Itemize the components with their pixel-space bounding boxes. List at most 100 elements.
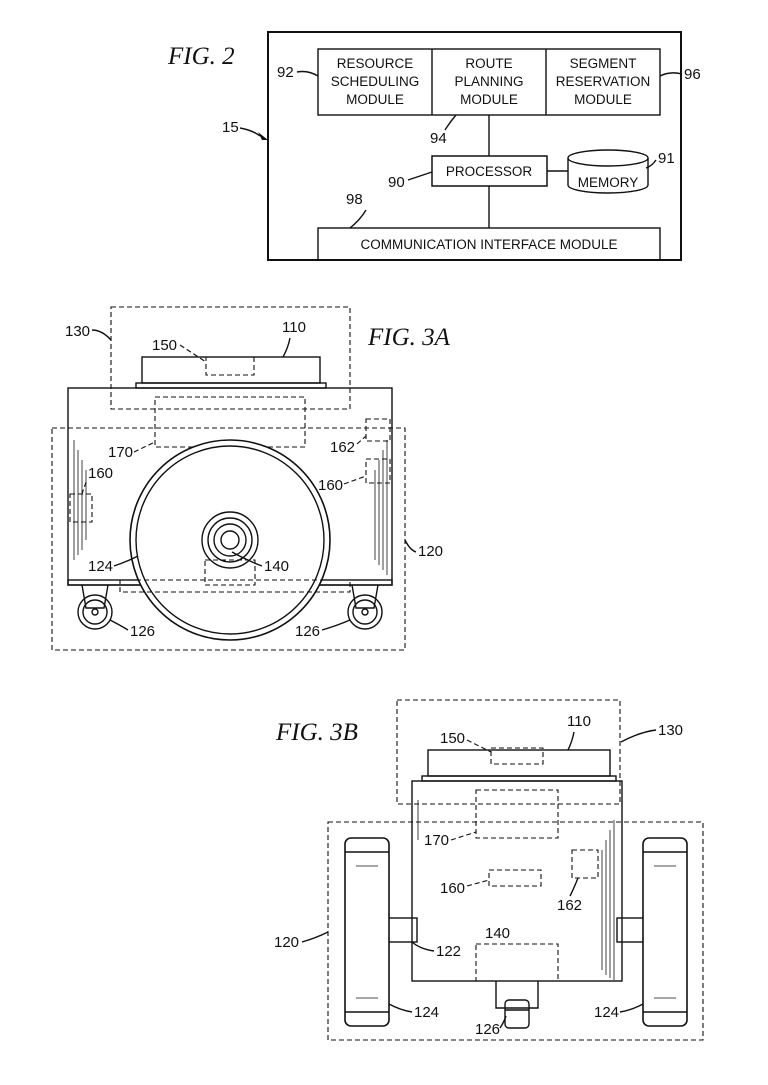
- ref-170: 170: [108, 444, 133, 461]
- resource-line-3: MODULE: [346, 92, 404, 107]
- component-170: [475, 789, 559, 839]
- ref-160-left: 160: [88, 465, 113, 482]
- ref-140-leader: [231, 551, 263, 567]
- memory-top: [567, 149, 649, 167]
- segment-line-1: SEGMENT: [570, 56, 637, 71]
- top-deck-110: [141, 356, 321, 384]
- ref-162-leader: [569, 877, 579, 897]
- body-shading: [417, 800, 615, 980]
- ref-160: 160: [440, 880, 465, 897]
- base-dashed-line: [119, 579, 351, 593]
- route-line-3: MODULE: [460, 92, 518, 107]
- ref-124: 124: [88, 558, 113, 575]
- caster-bracket: [495, 981, 539, 1009]
- ref-170: 170: [424, 832, 449, 849]
- ref-124-leader: [113, 555, 139, 567]
- comm-interface-box: [317, 227, 661, 261]
- ref-170-leader: [450, 831, 477, 841]
- component-150: [205, 356, 255, 376]
- ref-124-left: 124: [414, 1004, 439, 1021]
- memory-body: [567, 158, 649, 194]
- system-ref-label: 15: [222, 119, 239, 136]
- ref-120-leader: [301, 931, 329, 943]
- top-deck-rim: [421, 775, 617, 782]
- caster-left: [77, 584, 113, 630]
- ref-160-right: 160: [318, 477, 343, 494]
- ref-160-right-leader: [343, 475, 367, 485]
- module-92-ref: 92: [277, 64, 294, 81]
- region-120: [327, 821, 704, 1041]
- resource-line-1: RESOURCE: [337, 56, 414, 71]
- drive-wheel-right: [642, 837, 688, 1027]
- route-line-1: ROUTE: [465, 56, 512, 71]
- caster-right-fork: [351, 584, 379, 609]
- caster-right-wheel: [347, 594, 383, 630]
- component-150: [490, 747, 544, 765]
- component-140: [475, 943, 559, 982]
- ref-150: 150: [440, 730, 465, 747]
- ref-110-leader: [567, 731, 575, 751]
- ref-124-left-leader: [388, 1003, 413, 1013]
- ref-122: 122: [436, 943, 461, 960]
- wheel-left-tire: [344, 837, 390, 1027]
- ref-110: 110: [282, 319, 306, 336]
- component-160-right: [365, 458, 391, 484]
- segment-line-3: MODULE: [574, 92, 632, 107]
- top-deck-110: [427, 749, 611, 777]
- caster-right: [347, 584, 383, 630]
- ref-120: 120: [418, 543, 443, 560]
- ref-130: 130: [65, 323, 90, 340]
- processor-ref: 90: [388, 174, 405, 191]
- caster-wheel: [504, 999, 530, 1029]
- hub-outer: [201, 511, 259, 569]
- region-120: [51, 427, 406, 651]
- comm-interface-label: COMMUNICATION INTERFACE MODULE: [360, 237, 617, 252]
- component-140: [204, 559, 256, 586]
- fig-3a: FIG. 3A: [51, 306, 451, 651]
- ref-110: 110: [567, 713, 591, 730]
- ref-126-right: 126: [295, 623, 320, 640]
- ref-130-leader: [620, 729, 657, 743]
- drive-wheel-124: [129, 439, 331, 641]
- top-deck-rim: [135, 382, 327, 389]
- caster-left-wheel: [77, 594, 113, 630]
- hub-center: [220, 530, 240, 550]
- axle-right: [616, 917, 646, 943]
- ref-130: 130: [658, 722, 683, 739]
- ref-124-right-leader: [619, 1003, 644, 1013]
- segment-reservation-module: SEGMENT RESERVATION MODULE: [556, 56, 651, 107]
- ref-160-leader: [466, 879, 490, 887]
- memory-ref: 91: [658, 150, 675, 167]
- ref-170-leader: [133, 441, 156, 453]
- ref-162: 162: [330, 439, 355, 456]
- comm-ref: 98: [346, 191, 363, 208]
- fig-2-title: FIG. 2: [167, 43, 235, 70]
- resource-line-2: SCHEDULING: [331, 74, 420, 89]
- module-96-ref: 96: [684, 66, 701, 83]
- ref-110-leader: [282, 337, 291, 358]
- ref-126: 126: [475, 1021, 500, 1038]
- ref-120-leader: [404, 539, 417, 553]
- module-92-leader: [296, 70, 319, 77]
- body-shading: [73, 440, 388, 575]
- component-162: [571, 849, 599, 879]
- processor-label: PROCESSOR: [446, 164, 533, 179]
- fig-3b: FIG. 3B: [274, 699, 704, 1041]
- ref-140: 140: [264, 558, 289, 575]
- memory-cylinder: MEMORY: [567, 149, 649, 194]
- hub-inner: [213, 523, 247, 557]
- resource-scheduling-module: RESOURCE SCHEDULING MODULE: [331, 56, 420, 107]
- ref-126-leader: [499, 1015, 507, 1029]
- caster-left-fork: [81, 584, 109, 609]
- caster-right-axle: [361, 608, 369, 616]
- region-130: [396, 699, 621, 805]
- ref-162-leader: [356, 435, 367, 445]
- fig-3b-title: FIG. 3B: [275, 719, 358, 746]
- hub-mid: [207, 517, 253, 563]
- wheel-outer: [129, 439, 331, 641]
- component-160: [488, 869, 542, 887]
- ref-150-leader: [466, 739, 492, 753]
- wheel-right-tire: [642, 837, 688, 1027]
- ref-124-right: 124: [594, 1004, 619, 1021]
